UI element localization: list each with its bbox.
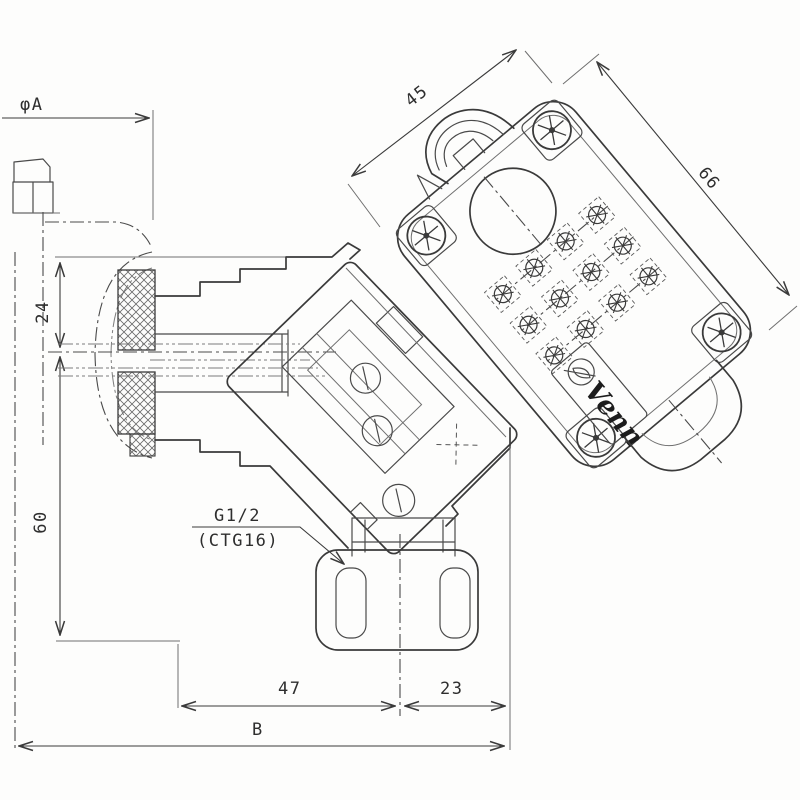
switch-body	[226, 261, 518, 555]
terminal-screw-grid	[483, 196, 668, 375]
brand-mark-icon	[567, 358, 595, 386]
brand-plate: Venn	[551, 342, 650, 453]
thread-size-label: G1/2	[214, 506, 261, 526]
cover-seam-line	[345, 267, 507, 438]
dimension-B: B	[19, 720, 504, 746]
dim-phiA-label: φA	[20, 95, 43, 115]
rubber-boot-hatch-upper	[117, 269, 156, 351]
hex-bolt-icon	[12, 158, 60, 214]
rubber-boot-hatch-tip	[129, 433, 156, 457]
boot-phantom-outline	[94, 251, 153, 459]
dim-47-label: 47	[278, 679, 301, 699]
contact-screw-icon	[361, 415, 393, 447]
terminal-screw-icon	[572, 253, 611, 291]
conduit-boss	[623, 359, 743, 472]
thread-callout: G1/2 (CTG16)	[192, 506, 344, 564]
terminal-screw-icon	[541, 279, 579, 318]
terminal-screw-icon	[629, 257, 668, 296]
mount-phantom-line	[45, 221, 152, 247]
dim-45-label: 45	[402, 81, 433, 111]
dimension-45: 45	[347, 50, 553, 228]
dim-23-label: 23	[440, 679, 463, 699]
dim-66-label: 66	[694, 163, 724, 194]
cover-corner-screw-icon	[524, 102, 580, 158]
thread-standard-label: (CTG16)	[197, 531, 279, 551]
corner-screws	[395, 99, 753, 469]
dim-60-label: 60	[31, 510, 51, 533]
lever-pivot-block	[375, 305, 424, 355]
cover-corner-screw-icon	[398, 207, 455, 264]
dimension-60: 60	[31, 357, 180, 642]
dimension-47: 47	[177, 644, 395, 708]
terminal-screw-icon	[603, 226, 642, 265]
terminal-screw-icon	[515, 248, 554, 287]
dimension-24: 24	[33, 256, 292, 347]
dimension-23: 23	[405, 446, 511, 750]
side-view: φA 24 60	[2, 95, 518, 752]
dimension-66: 66	[562, 53, 798, 331]
rubber-boot-hatch-lower	[117, 371, 156, 435]
cover-corner-screw-icon	[693, 304, 750, 361]
terminal-screw-icon	[578, 196, 616, 234]
housing-outline	[396, 100, 752, 468]
plunger-actuator	[48, 251, 336, 459]
dim-B-label: B	[252, 720, 264, 740]
cover-outline	[410, 114, 738, 454]
conduit-gland	[315, 517, 479, 716]
contact-screw-icon	[349, 362, 382, 394]
dim-24-label: 24	[33, 300, 53, 323]
plan-view: Venn 45	[347, 50, 798, 472]
cover-screw-icon	[382, 483, 416, 518]
terminal-screw-icon	[509, 305, 548, 344]
terminal-screw-icon	[598, 283, 636, 322]
terminal-screw-icon	[566, 310, 605, 348]
dimension-diameter: φA	[2, 95, 154, 220]
terminal-screw-icon	[483, 275, 522, 314]
gland-nut	[315, 549, 479, 651]
